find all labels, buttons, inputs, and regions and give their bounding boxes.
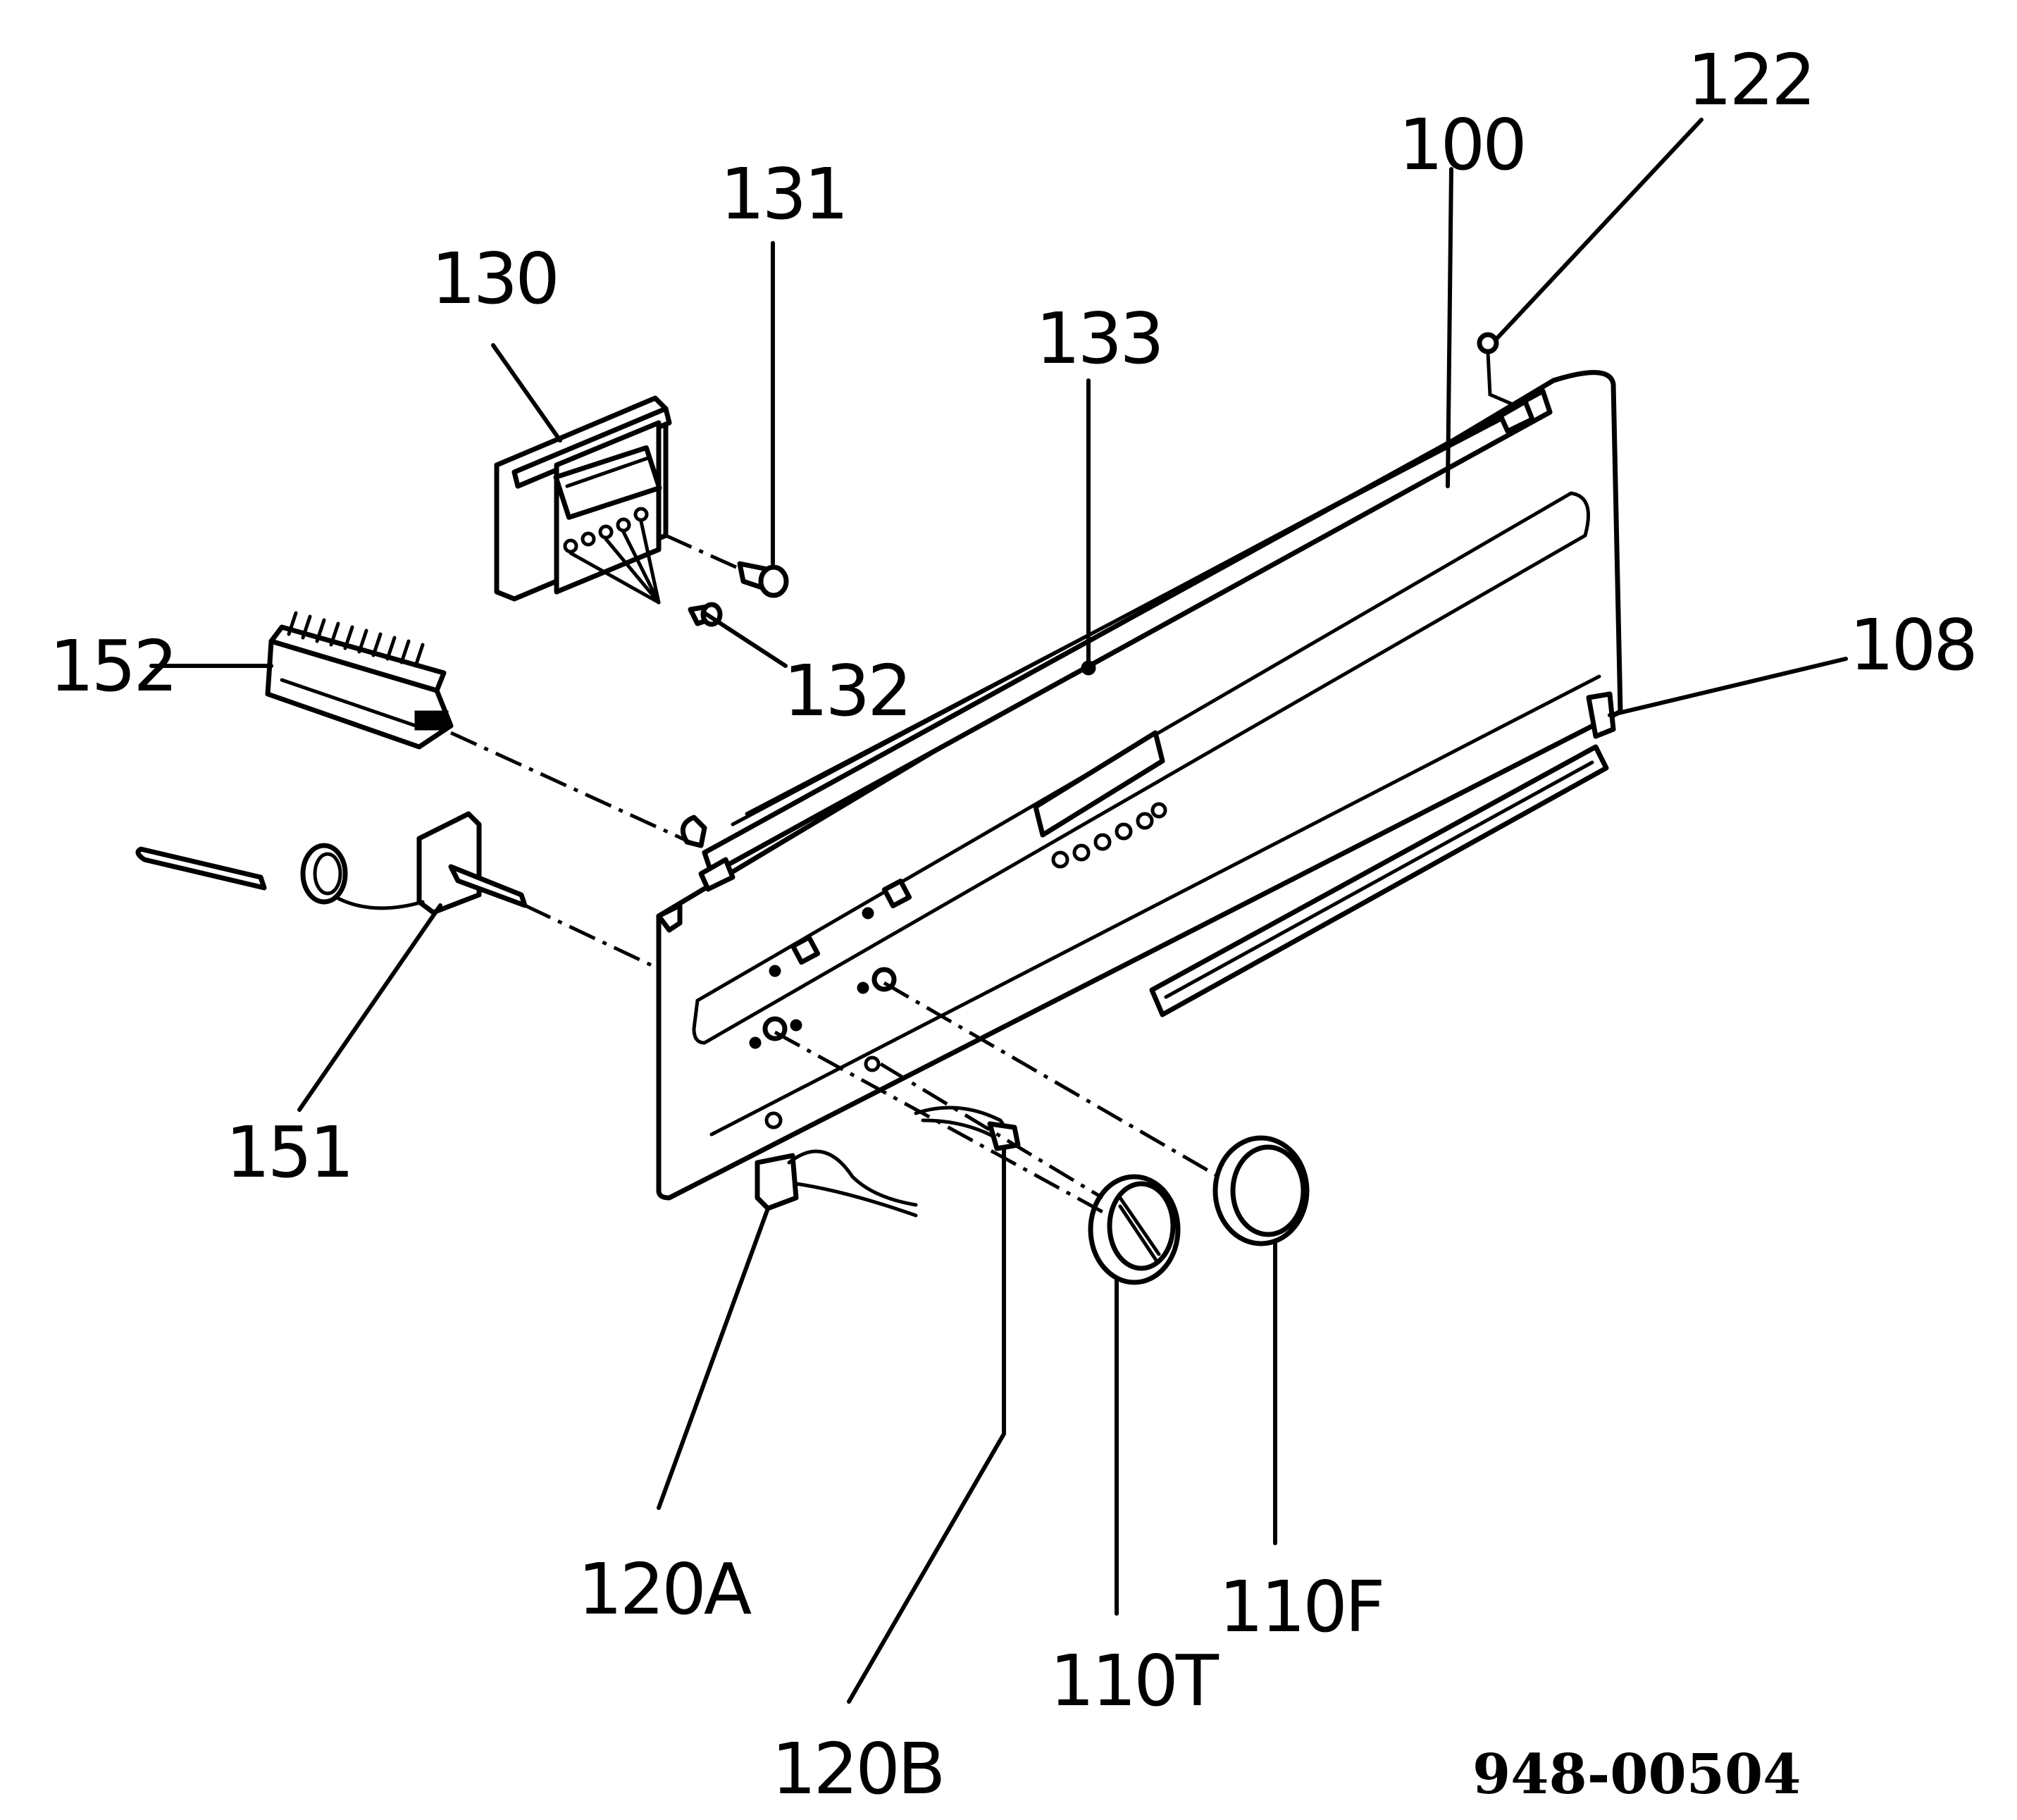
callout-133: 133 <box>1036 297 1162 380</box>
callout-108: 108 <box>1849 604 1975 686</box>
assembly-lines <box>449 533 1220 1214</box>
knob-110f-part <box>1212 1135 1310 1246</box>
terminal-block-part <box>265 611 454 750</box>
drawing-number: 948-00504 <box>1472 1742 1801 1807</box>
screw-122 <box>1477 332 1517 407</box>
control-panel-part <box>656 370 1623 1201</box>
knob-110t-part <box>1088 1174 1181 1285</box>
callout-130: 130 <box>431 237 557 320</box>
switch-120a-part <box>755 1149 918 1218</box>
callout-152: 152 <box>49 625 175 707</box>
callout-110f: 110F <box>1219 1566 1382 1648</box>
callout-120a: 120A <box>578 1548 752 1630</box>
callout-132: 132 <box>783 650 910 732</box>
screw-131 <box>737 561 789 598</box>
callout-100: 100 <box>1398 104 1525 186</box>
callout-131: 131 <box>720 153 846 235</box>
callout-151: 151 <box>225 1111 352 1194</box>
leader-lines <box>149 118 1848 1704</box>
thermostat-part <box>135 811 528 915</box>
trim-strip-part <box>1149 691 1616 1017</box>
clock-timer-module <box>494 395 672 605</box>
callout-labels: 130 131 132 133 100 122 108 152 151 120A… <box>49 39 1978 1810</box>
callout-122: 122 <box>1687 39 1813 121</box>
callout-110t: 110T <box>1050 1640 1219 1722</box>
callout-120b: 120B <box>771 1728 943 1810</box>
switch-120b-part <box>914 1106 1021 1151</box>
